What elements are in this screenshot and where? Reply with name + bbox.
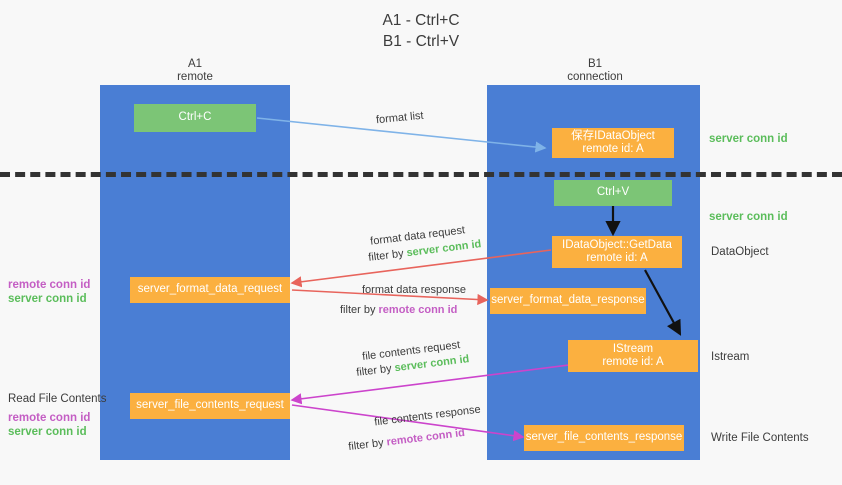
box-ctrl-v[interactable]: Ctrl+V [554, 180, 672, 206]
side-label-remote-conn-id: remote conn id [8, 279, 91, 291]
filter-prefix: filter by [367, 247, 408, 264]
box-idataobject[interactable]: 保存IDataObject remote id: A [552, 128, 674, 158]
title-line-2: B1 - Ctrl+V [382, 33, 460, 50]
filter-prefix: filter by [347, 436, 388, 454]
lane-a1-sub: remote [177, 71, 213, 83]
box-idataobject-line1: 保存IDataObject [571, 129, 655, 142]
box-server-format-data-request[interactable]: server_format_data_request [130, 277, 290, 303]
filter-prefix: filter by [340, 304, 379, 316]
side-label-conn-ids-bottom: remote conn id server conn id [8, 411, 90, 439]
filter-value-remote-conn-id: remote conn id [385, 426, 466, 449]
side-label-server-conn-id: server conn id [8, 426, 87, 438]
lane-header-b1: B1 connection [520, 58, 670, 84]
side-label-conn-ids-mid: remote conn id server conn id [8, 278, 90, 306]
filter-value-remote-conn-id: remote conn id [378, 304, 458, 316]
label-file-contents-response: file contents response [373, 403, 482, 429]
filter-prefix: filter by [355, 362, 396, 379]
side-label-remote-conn-id: remote conn id [8, 412, 91, 424]
lane-b1-name: B1 [587, 58, 603, 70]
box-istream[interactable]: IStream remote id: A [568, 340, 698, 372]
lane-b1-sub: connection [567, 71, 623, 83]
box-istream-line2: remote id: A [602, 356, 664, 368]
box-server-file-contents-response[interactable]: server_file_contents_response [524, 425, 684, 451]
box-ctrl-c[interactable]: Ctrl+C [134, 104, 256, 132]
phase-separator-dashed-line [0, 172, 842, 177]
lane-a1-name: A1 [187, 58, 203, 70]
box-getdata-line2: remote id: A [586, 252, 648, 264]
box-idataobject-getdata[interactable]: IDataObject::GetData remote id: A [552, 236, 682, 268]
box-istream-line1: IStream [612, 342, 654, 355]
side-label-server-conn-id-mid: server conn id [709, 211, 788, 223]
label-format-data-response: format data response [362, 284, 466, 296]
side-label-dataobject: DataObject [711, 246, 769, 258]
box-server-file-contents-request[interactable]: server_file_contents_request [130, 393, 290, 419]
label-format-data-response-filter: filter by remote conn id [340, 303, 457, 318]
label-file-contents-response-filter: filter by remote conn id [348, 426, 466, 455]
box-idataobject-line2: remote id: A [582, 143, 644, 155]
side-label-read-file-contents: Read File Contents [8, 393, 107, 405]
page-title: A1 - Ctrl+C B1 - Ctrl+V [0, 10, 842, 52]
lane-header-a1: A1 remote [120, 58, 270, 84]
box-server-format-data-response[interactable]: server_format_data_response [490, 288, 646, 314]
side-label-write-file-contents: Write File Contents [711, 432, 809, 444]
side-label-server-conn-id: server conn id [8, 293, 87, 305]
title-line-1: A1 - Ctrl+C [382, 12, 460, 29]
box-getdata-line1: IDataObject::GetData [562, 238, 672, 251]
side-label-istream: Istream [711, 351, 750, 363]
side-label-server-conn-id-top: server conn id [709, 133, 788, 145]
label-format-list: format list [375, 109, 425, 127]
